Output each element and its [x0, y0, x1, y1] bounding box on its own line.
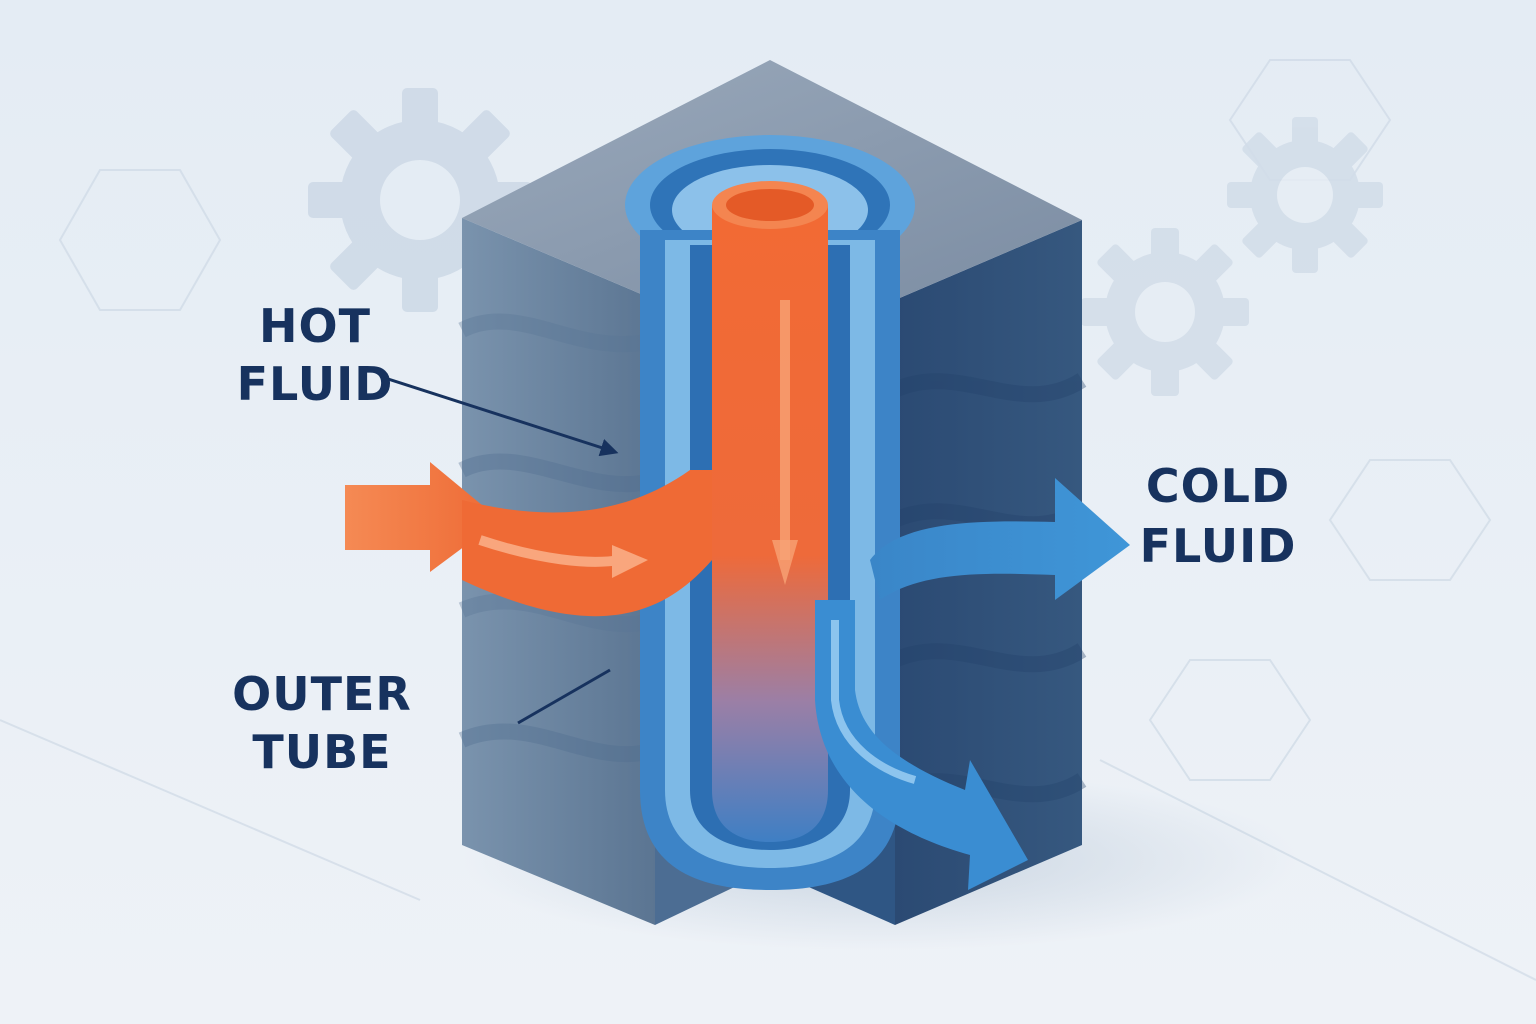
cold-fluid-arrows — [815, 478, 1130, 890]
outer-tube-label: OUTER TUBE — [232, 667, 412, 779]
hot-fluid-label-line2: FLUID — [237, 357, 394, 411]
hot-fluid-label-line1: HOT — [259, 299, 371, 353]
hot-fluid-arrow — [345, 462, 712, 617]
outer-tube-label-line2: TUBE — [252, 725, 391, 779]
outer-tube-leader — [517, 668, 611, 725]
cold-fluid-label-line1: COLD — [1146, 459, 1290, 513]
cold-fluid-label-line2: FLUID — [1140, 519, 1297, 573]
cold-fluid-lower-arrow — [815, 600, 1028, 890]
inner-tube — [712, 181, 828, 842]
cold-fluid-label: COLD FLUID — [1140, 459, 1297, 573]
cold-fluid-upper-arrow — [870, 478, 1130, 600]
hot-fluid-channel — [462, 470, 712, 617]
hot-fluid-column — [712, 205, 828, 842]
gear-icon — [1081, 228, 1249, 396]
hexagon-pattern — [0, 59, 1536, 981]
hot-fluid-leader — [384, 376, 619, 457]
hot-fluid-label: HOT FLUID — [237, 299, 394, 411]
outer-tube-label-line1: OUTER — [232, 667, 412, 721]
gear-icon — [1227, 117, 1383, 273]
